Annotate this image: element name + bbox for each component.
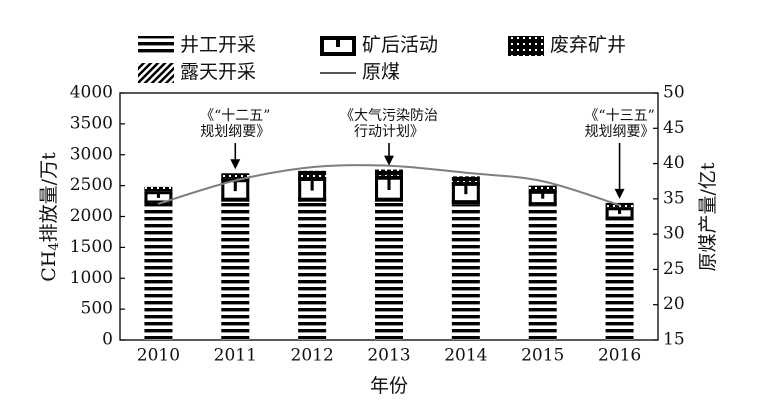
line-point-2013 xyxy=(388,164,390,167)
x-tick-label: 2016 xyxy=(598,346,641,366)
y2-tick-label: 20 xyxy=(663,294,685,314)
y-tick-label: 1000 xyxy=(70,268,113,288)
line-point-2014 xyxy=(465,171,467,174)
annotation-2016: 《“十三五”规划纲要》 xyxy=(584,108,655,199)
annotation-2011: 《“十二五”规划纲要》 xyxy=(200,108,270,170)
y2-tick-label: 45 xyxy=(663,118,685,138)
x-tick-label: 2015 xyxy=(521,346,564,366)
y2-tick-label: 35 xyxy=(663,188,685,208)
annotation-arrow-head xyxy=(230,159,241,170)
legend-item-废弃矿井: 废弃矿井 xyxy=(508,34,626,56)
y2-axis-label: 原煤产量/亿t xyxy=(697,162,719,271)
axes: 0 500 1000 1500 2000 2500 3000 3500 4000 15 20 25 30… xyxy=(70,83,685,366)
y2-tick-label: 15 xyxy=(663,330,685,350)
line-series xyxy=(157,164,621,207)
y-tick-label: 2000 xyxy=(70,206,113,226)
line-point-2012 xyxy=(311,166,313,168)
legend-label: 露天开采 xyxy=(180,61,256,83)
bar-废弃矿井-2015 xyxy=(528,185,557,191)
x-tick-label: 2010 xyxy=(137,346,180,366)
y-tick-label: 3000 xyxy=(70,144,113,164)
bar-井工开采-2010 xyxy=(144,202,173,340)
bar-矿后活动-2010 xyxy=(144,191,173,203)
bar-矿后活动-2016 xyxy=(605,207,634,219)
annotation-arrow-head xyxy=(614,188,625,199)
annotation-text: 《“十二五” xyxy=(200,108,270,124)
bar-矿后活动-2014 xyxy=(451,181,480,205)
y-tick-label: 4000 xyxy=(70,83,113,103)
bar-矿后活动-2012 xyxy=(298,176,327,202)
annotation-text: 规划纲要》 xyxy=(200,124,270,140)
y2-tick-label: 25 xyxy=(663,259,685,279)
legend-label: 矿后活动 xyxy=(362,34,438,56)
bar-废弃矿井-2010 xyxy=(144,186,173,192)
y-tick-label: 0 xyxy=(102,330,113,350)
bar-井工开采-2013 xyxy=(375,201,403,340)
bar-废弃矿井-2011 xyxy=(221,173,250,179)
bar-井工开采-2012 xyxy=(298,201,327,340)
bar-废弃矿井-2012 xyxy=(298,170,327,177)
legend-swatch xyxy=(138,63,174,83)
x-tick-label: 2014 xyxy=(444,346,487,366)
annotation-text: 《大气污染防治 xyxy=(340,108,438,124)
annotation-arrow-head xyxy=(384,155,394,166)
x-tick-label: 2013 xyxy=(367,346,410,366)
bar-井工开采-2011 xyxy=(221,201,250,340)
line-point-2015 xyxy=(541,180,544,183)
legend-item-井工开采: 井工开采 xyxy=(138,34,256,56)
x-axis-label: 年份 xyxy=(370,375,408,397)
line-point-2010 xyxy=(157,202,160,205)
annotation-text: 《“十三五” xyxy=(584,108,654,124)
legend-swatch xyxy=(320,36,356,56)
legend-item-矿后活动: 矿后活动 xyxy=(320,34,438,56)
bar-矿后活动-2015 xyxy=(528,190,557,206)
legend-item-原煤: 原煤 xyxy=(320,61,400,83)
legend-label: 原煤 xyxy=(362,61,400,83)
bar-矿后活动-2013 xyxy=(375,175,403,202)
line-point-2011 xyxy=(234,179,237,182)
y-tick-label: 500 xyxy=(81,299,113,319)
y-tick-label: 3500 xyxy=(70,113,113,133)
line-point-2016 xyxy=(618,204,621,207)
y2-tick-label: 40 xyxy=(663,153,685,173)
y-tick-label: 1500 xyxy=(70,237,113,257)
y-tick-label: 2500 xyxy=(70,175,113,195)
bar-废弃矿井-2013 xyxy=(375,169,403,176)
bar-废弃矿井-2014 xyxy=(451,176,480,182)
y2-tick-label: 50 xyxy=(663,83,685,103)
y-axis-label: CH4排放量/万t xyxy=(38,152,62,282)
bar-井工开采-2015 xyxy=(528,205,557,340)
bar-井工开采-2014 xyxy=(451,204,480,340)
legend-label: 废弃矿井 xyxy=(550,34,626,56)
legend-label: 井工开采 xyxy=(180,34,256,56)
annotation-text: 行动计划》 xyxy=(354,124,424,140)
y2-tick-label: 30 xyxy=(663,224,685,244)
legend-swatch xyxy=(508,36,544,56)
bars xyxy=(144,169,634,340)
bar-矿后活动-2011 xyxy=(221,178,250,202)
x-tick-label: 2012 xyxy=(291,346,334,366)
annotation-text: 规划纲要》 xyxy=(585,124,655,140)
bar-井工开采-2016 xyxy=(605,218,634,340)
legend-swatch xyxy=(138,36,174,56)
legend-item-露天开采: 露天开采 xyxy=(138,61,256,83)
x-tick-label: 2011 xyxy=(214,346,257,366)
